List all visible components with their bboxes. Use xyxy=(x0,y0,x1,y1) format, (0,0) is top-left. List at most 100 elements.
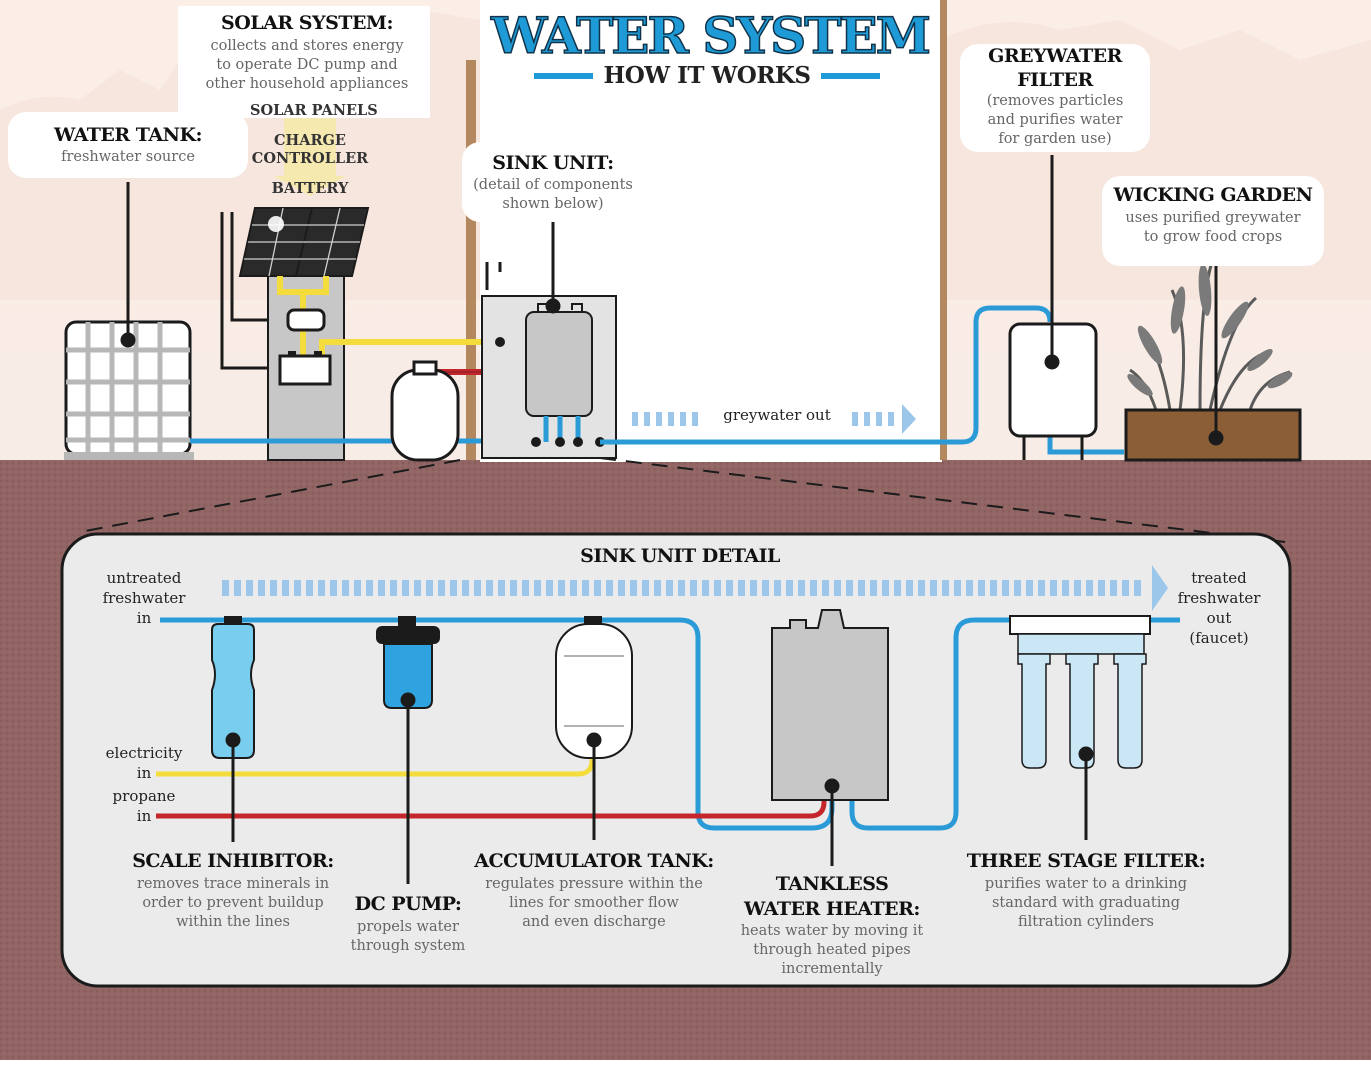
flow-dash xyxy=(1074,580,1081,596)
flow-dash xyxy=(258,580,265,596)
flow-dash xyxy=(834,580,841,596)
flow-dash xyxy=(726,580,733,596)
flow-dash xyxy=(942,580,949,596)
flow-dash xyxy=(630,580,637,596)
flow-dash xyxy=(690,580,697,596)
flow-dash xyxy=(1086,580,1093,596)
flow-dash xyxy=(222,580,229,596)
sink-unit-title: SINK UNIT: xyxy=(492,152,614,174)
flow-dash xyxy=(1038,580,1045,596)
sink-unit-graphic xyxy=(481,262,617,459)
flow-dash xyxy=(378,580,385,596)
water-tank-title: WATER TANK: xyxy=(53,124,203,146)
solar-system-graphic xyxy=(220,112,500,461)
flow-dash xyxy=(318,580,325,596)
flow-dash xyxy=(642,580,649,596)
flow-dash xyxy=(930,580,937,596)
flow-dash xyxy=(486,580,493,596)
accumulator-tank-title: ACCUMULATOR TANK: xyxy=(474,850,714,872)
detail-propane-line xyxy=(156,790,827,819)
flow-dash xyxy=(1050,580,1057,596)
flow-dash xyxy=(474,580,481,596)
flow-dash xyxy=(1098,580,1105,596)
subtitle-rule-left xyxy=(534,72,594,79)
flow-dash xyxy=(798,580,805,596)
flow-dash xyxy=(558,580,565,596)
three-stage-filter-graphic xyxy=(1009,615,1151,769)
flow-dash xyxy=(270,580,277,596)
flow-dash xyxy=(282,580,289,596)
flow-dash xyxy=(618,580,625,596)
water-tank-label-card xyxy=(8,112,248,178)
subtitle-row: HOW IT WORKS xyxy=(534,62,881,89)
flow-dash xyxy=(738,580,745,596)
flow-dash xyxy=(714,580,721,596)
flow-dash xyxy=(654,580,661,596)
flow-dash xyxy=(894,580,901,596)
solar-panels-label: SOLAR PANELS xyxy=(250,102,378,119)
flow-dash xyxy=(1062,580,1069,596)
house-post-right xyxy=(940,0,947,460)
page-title: WATER SYSTEM xyxy=(490,5,931,66)
greywater-filter-label-card xyxy=(960,44,1150,152)
detail-flow-arrow xyxy=(222,565,1168,611)
flow-dash xyxy=(450,580,457,596)
water-tank-graphic xyxy=(64,320,194,460)
flow-dash xyxy=(1134,580,1141,596)
page-subtitle: HOW IT WORKS xyxy=(603,62,811,89)
flow-dash xyxy=(306,580,313,596)
flow-dash xyxy=(918,580,925,596)
flow-dash xyxy=(366,580,373,596)
water-tank-desc: freshwater source xyxy=(61,149,195,165)
flow-dash xyxy=(606,580,613,596)
flow-dash xyxy=(666,580,673,596)
flow-dash xyxy=(390,580,397,596)
detail-electric-line xyxy=(156,742,595,777)
three-stage-filter-title: THREE STAGE FILTER: xyxy=(966,850,1206,872)
flow-dash xyxy=(570,580,577,596)
tankless-water-heater-graphic xyxy=(771,609,889,801)
wicking-garden-title: WICKING GARDEN xyxy=(1113,184,1313,206)
greywater-out-label: greywater out xyxy=(712,406,842,424)
flow-dash xyxy=(462,580,469,596)
flow-dash xyxy=(774,580,781,596)
flow-dash xyxy=(354,580,361,596)
flow-dash xyxy=(846,580,853,596)
solar-label-card xyxy=(178,6,430,118)
flow-dash xyxy=(594,580,601,596)
flow-dash xyxy=(954,580,961,596)
flow-dash xyxy=(414,580,421,596)
flow-dash xyxy=(402,580,409,596)
flow-dash xyxy=(750,580,757,596)
detail-leader-lines xyxy=(225,692,1094,884)
flow-dash xyxy=(1002,580,1009,596)
flow-dash xyxy=(1110,580,1117,596)
flow-dash xyxy=(966,580,973,596)
flow-dash xyxy=(234,580,241,596)
flow-dash xyxy=(978,580,985,596)
header: WATER SYSTEM xyxy=(480,5,940,66)
flow-dash xyxy=(582,580,589,596)
flow-dash xyxy=(426,580,433,596)
flow-dash xyxy=(1122,580,1129,596)
flow-dash xyxy=(858,580,865,596)
flow-dash xyxy=(246,580,253,596)
battery-label: BATTERY xyxy=(271,180,349,197)
flow-dash xyxy=(438,580,445,596)
solar-system-title: SOLAR SYSTEM: xyxy=(221,12,393,34)
scale-inhibitor-graphic xyxy=(211,616,255,759)
dc-pump-graphic xyxy=(376,616,440,709)
detail-title: SINK UNIT DETAIL xyxy=(580,545,780,567)
